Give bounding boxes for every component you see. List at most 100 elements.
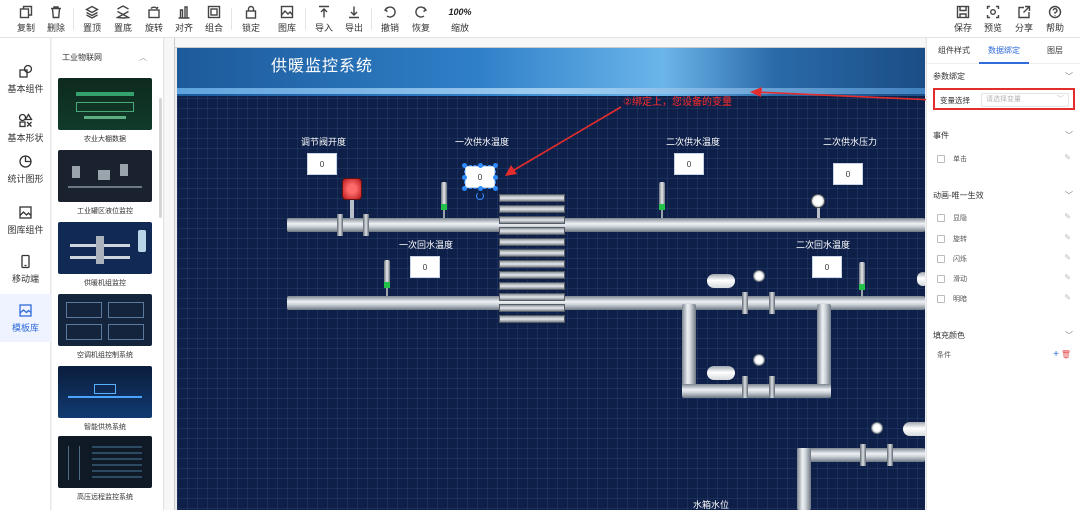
tab-component-style[interactable]: 组件样式 [938, 46, 970, 55]
nav-template-library[interactable]: 模板库 [0, 294, 51, 342]
secondary-supply-temp-value[interactable]: 0 [674, 153, 704, 175]
nav-statistics-charts[interactable]: 统计图形 [0, 145, 51, 193]
valve-opening-value[interactable]: 0 [307, 153, 337, 175]
delete-button[interactable]: 删除 [39, 0, 73, 38]
temp-sensor-icon[interactable] [859, 262, 865, 298]
lock-button[interactable]: 锁定 [234, 0, 268, 38]
edit-icon[interactable]: ✎ [1064, 233, 1071, 242]
nav-basic-components[interactable]: 基本组件 [0, 55, 51, 103]
checkbox[interactable] [937, 295, 945, 303]
template-group-header[interactable]: 工业物联网 ︿ [62, 53, 147, 62]
add-icon[interactable]: + [1053, 349, 1059, 360]
scrollbar[interactable] [159, 98, 162, 218]
resize-handle[interactable] [493, 163, 498, 168]
control-valve-icon[interactable] [342, 178, 362, 200]
animation-item[interactable]: 滑动✎ [937, 273, 1071, 285]
tank-pipe-vertical[interactable] [797, 448, 811, 510]
event-click-row[interactable]: 单击 ✎ [937, 153, 1071, 165]
rotate-handle-icon[interactable] [476, 192, 484, 200]
flow-meter-icon[interactable] [753, 270, 765, 282]
tank-icon[interactable] [903, 422, 925, 436]
bring-to-front-button[interactable]: 置顶 [75, 0, 109, 38]
primary-return-temp-value[interactable]: 0 [410, 256, 440, 278]
nav-mobile[interactable]: 移动端 [0, 245, 51, 293]
loop-pipe-left[interactable] [682, 304, 696, 396]
undo-button[interactable]: 撤销 [373, 0, 407, 38]
checkbox[interactable] [937, 275, 945, 283]
send-to-back-button[interactable]: 置底 [106, 0, 140, 38]
resize-handle[interactable] [462, 163, 467, 168]
template-card[interactable]: 高压远程监控系统 [58, 436, 152, 502]
gallery-button[interactable]: 图库 [270, 0, 304, 38]
flow-meter-icon[interactable] [871, 422, 883, 434]
design-stage[interactable]: 供暖监控系统 [177, 48, 925, 510]
rotate-button[interactable]: 旋转 [137, 0, 171, 38]
temp-sensor-icon[interactable] [659, 182, 665, 218]
help-button[interactable]: 帮助 [1038, 0, 1072, 38]
animation-item[interactable]: 旋转✎ [937, 233, 1071, 245]
save-button[interactable]: 保存 [946, 0, 980, 38]
nav-basic-shapes[interactable]: 基本形状 [0, 104, 51, 152]
template-card[interactable]: 工业罐区液位监控 [58, 150, 152, 216]
edit-icon[interactable]: ✎ [1064, 293, 1071, 302]
resize-handle[interactable] [462, 175, 467, 180]
edit-icon[interactable]: ✎ [1064, 253, 1071, 262]
tab-layers[interactable]: 图层 [1047, 46, 1063, 55]
import-button[interactable]: 导入 [307, 0, 341, 38]
resize-handle[interactable] [462, 186, 467, 191]
checkbox[interactable] [937, 214, 945, 222]
template-card[interactable]: 智能供热系统 [58, 366, 152, 432]
edit-icon[interactable]: ✎ [1064, 212, 1071, 221]
template-card[interactable]: 空调机组控制系统 [58, 294, 152, 360]
tab-data-binding[interactable]: 数据绑定 [979, 38, 1029, 64]
flow-meter-icon[interactable] [753, 354, 765, 366]
tank-icon[interactable] [917, 272, 925, 286]
shapes-icon [18, 112, 33, 127]
events-section[interactable]: 事件 ﹀ [933, 131, 1073, 140]
variable-select[interactable]: 请选择变量 ﹀ [981, 93, 1069, 107]
checkbox[interactable] [937, 155, 945, 163]
secondary-return-temp-value[interactable]: 0 [812, 256, 842, 278]
tank-icon[interactable] [707, 366, 735, 380]
animation-section[interactable]: 动画-唯一生效 ﹀ [933, 191, 1073, 200]
zoom-control[interactable]: 100% 缩放 [448, 6, 472, 33]
loop-pipe-bottom[interactable] [682, 384, 831, 398]
primary-supply-temp-label: 一次供水温度 [455, 137, 510, 147]
checkbox[interactable] [937, 255, 945, 263]
loop-pipe-right[interactable] [817, 304, 831, 396]
group-button[interactable]: 组合 [197, 0, 231, 38]
delete-icon[interactable]: 🗑 [1060, 350, 1071, 359]
pressure-gauge-icon[interactable] [811, 194, 825, 208]
tank-icon[interactable] [707, 274, 735, 288]
temp-sensor-icon[interactable] [384, 260, 390, 296]
checkbox[interactable] [937, 235, 945, 243]
animation-item[interactable]: 显隐✎ [937, 212, 1071, 224]
copy-button[interactable]: 复制 [9, 0, 43, 38]
canvas-area[interactable]: 供暖监控系统 [165, 38, 925, 510]
template-thumbnail [58, 78, 152, 130]
ruler-vertical [165, 38, 175, 510]
align-button[interactable]: 对齐 [167, 0, 201, 38]
nav-gallery-components[interactable]: 图库组件 [0, 196, 51, 244]
resize-handle[interactable] [493, 186, 498, 191]
secondary-supply-pressure-value[interactable]: 0 [833, 163, 863, 185]
param-binding-section[interactable]: 参数绑定 ﹀ [933, 72, 1073, 81]
fill-color-section[interactable]: 填充颜色 ﹀ [933, 331, 1073, 340]
export-button[interactable]: 导出 [337, 0, 371, 38]
edit-icon[interactable]: ✎ [1064, 153, 1071, 162]
resize-handle[interactable] [478, 163, 483, 168]
template-card[interactable]: 农业大棚数据 [58, 78, 152, 144]
return-pipe[interactable] [287, 296, 925, 310]
animation-item[interactable]: 闪烁✎ [937, 253, 1071, 265]
pie-chart-icon [19, 154, 32, 168]
supply-pipe[interactable] [287, 218, 925, 232]
redo-button[interactable]: 恢复 [404, 0, 438, 38]
resize-handle[interactable] [478, 186, 483, 191]
animation-item[interactable]: 明暗✎ [937, 293, 1071, 305]
share-button[interactable]: 分享 [1007, 0, 1041, 38]
template-card[interactable]: 供暖机组监控 [58, 222, 152, 288]
resize-handle[interactable] [493, 175, 498, 180]
temp-sensor-icon[interactable] [441, 182, 447, 218]
preview-button[interactable]: 预览 [976, 0, 1010, 38]
edit-icon[interactable]: ✎ [1064, 273, 1071, 282]
